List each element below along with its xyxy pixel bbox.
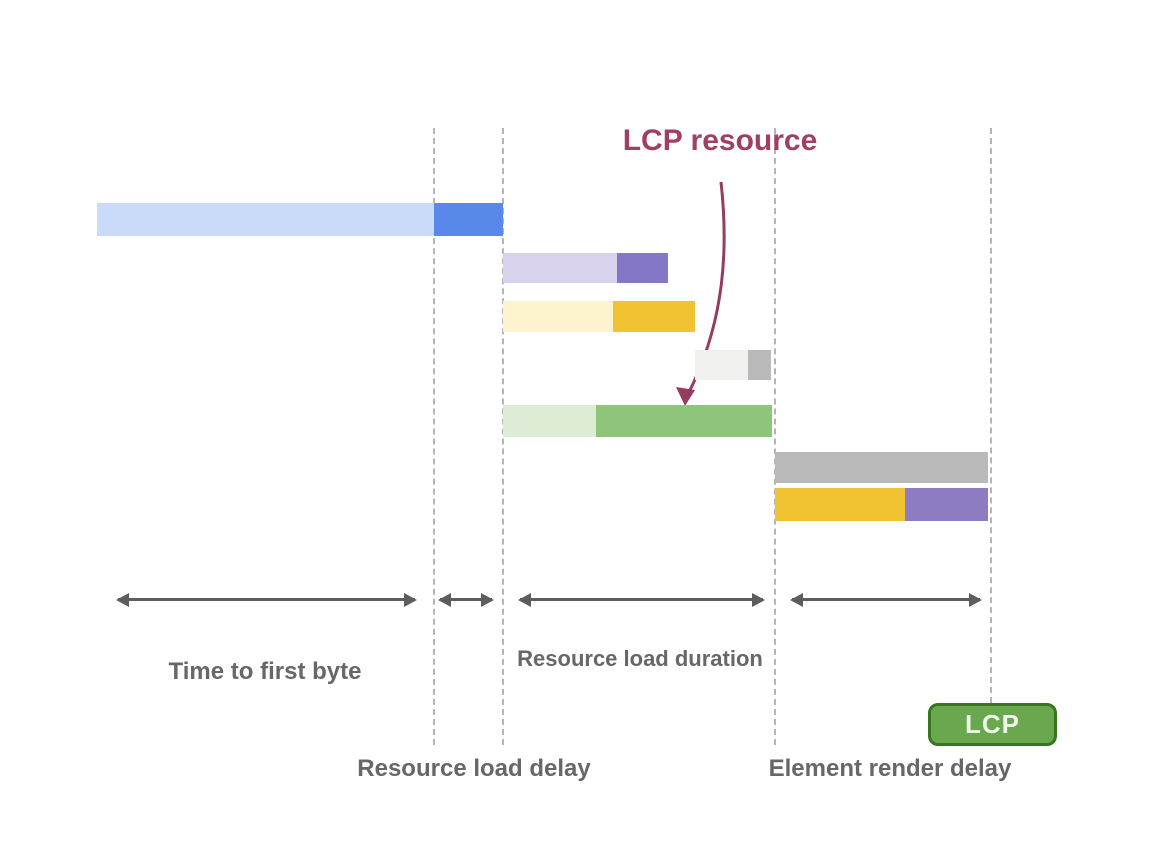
stylesheet-bar-delay-segment [503,253,617,283]
stylesheet-bar [503,253,668,283]
html-document-bar-delay-segment [97,203,434,236]
main-thread-bar [775,452,988,483]
lcp-resource-bar-active-segment [596,405,772,437]
font-bar-delay-segment [503,301,613,332]
guideline-ttfb-end [433,128,435,745]
guideline-lcp [990,128,992,703]
lcp-badge: LCP [928,703,1057,746]
html-document-bar [97,203,503,236]
render-tasks-bar-yellow-segment [775,488,905,521]
render-tasks-bar-purple-segment [905,488,988,521]
label-time-to-first-byte: Time to first byte [168,658,362,685]
font-bar-active-segment [613,301,695,332]
guideline-load-duration-end [774,128,776,745]
lcp-resource-bar-delay-segment [503,405,596,437]
font-bar [503,301,695,332]
label-resource-load-delay: Resource load delay [357,755,591,782]
other-resource-bar [695,350,771,380]
stylesheet-bar-active-segment [617,253,668,283]
main-thread-bar-segment [775,452,988,483]
span-arrow-time-to-first-byte [116,592,417,607]
other-resource-bar-delay-segment [695,350,748,380]
lcp-badge-label: LCP [965,709,1020,739]
other-resource-bar-active-segment [748,350,771,380]
span-arrow-element-render-delay [790,592,982,607]
label-element-render-delay: Element render delay [768,755,1012,782]
label-resource-load-duration: Resource load duration [517,646,763,671]
render-tasks-bar [775,488,988,521]
lcp-resource-annotation: LCP resource [622,124,818,157]
span-arrow-resource-load-duration [518,592,765,607]
lcp-resource-bar [503,405,772,437]
span-arrow-resource-load-delay [438,592,494,607]
html-document-bar-active-segment [434,203,503,236]
